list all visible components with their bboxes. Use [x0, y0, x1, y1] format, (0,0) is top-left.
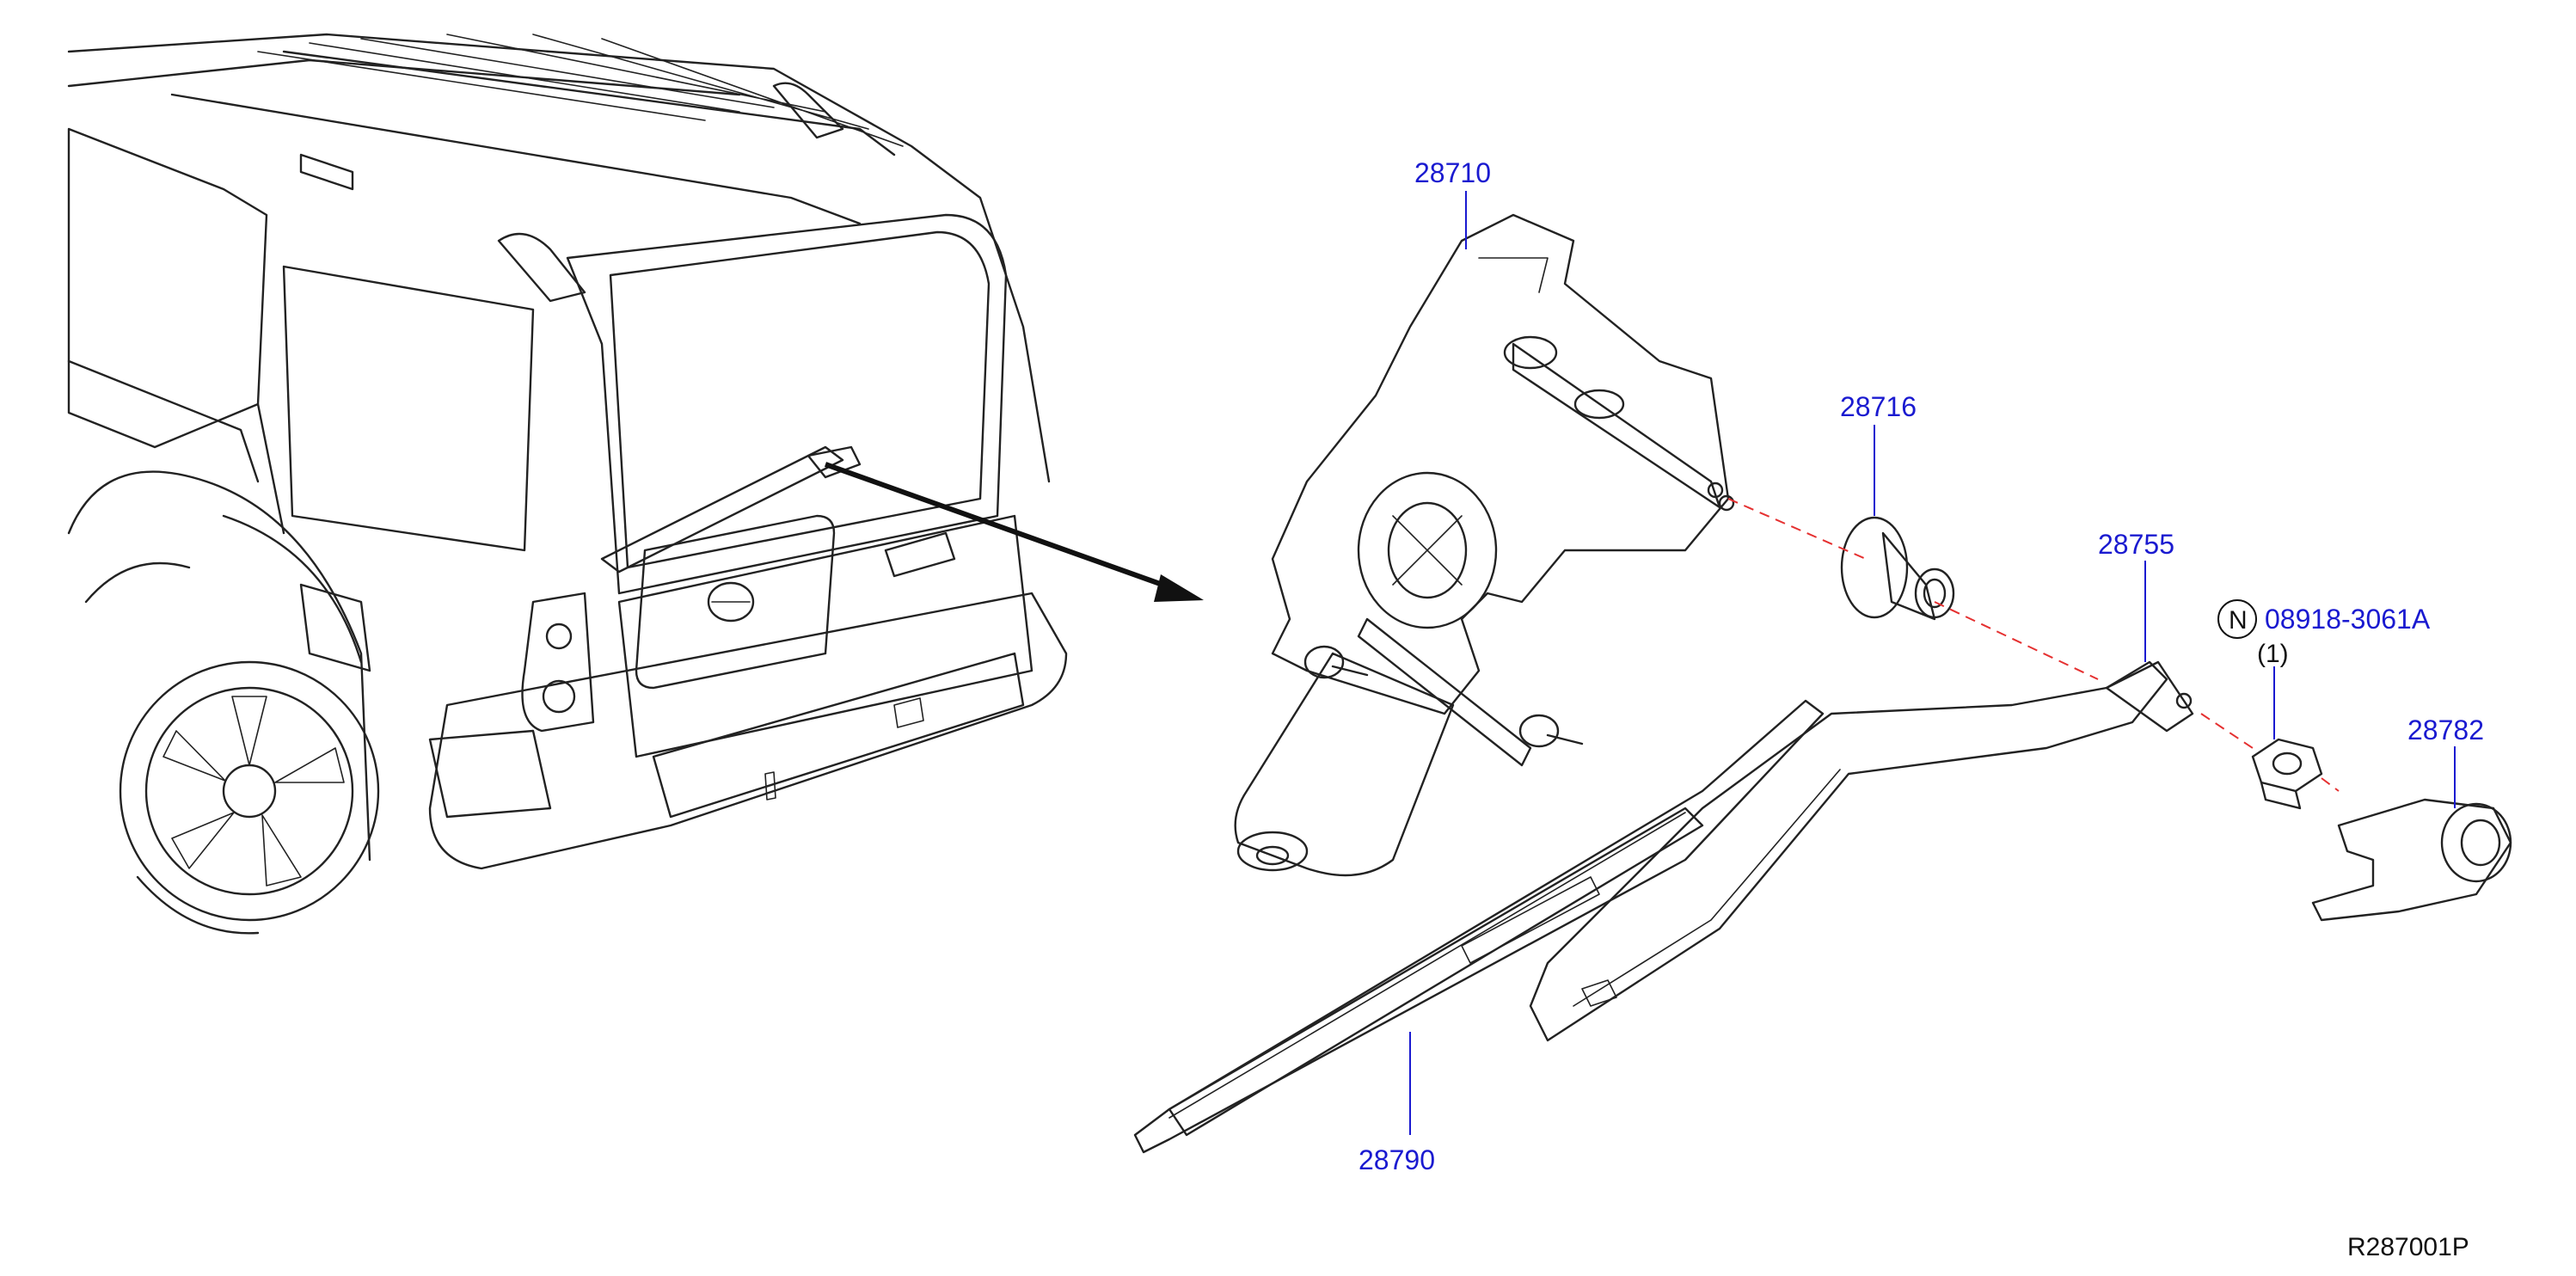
- part-label-28710: 28710: [1414, 157, 1491, 188]
- part-label-28782: 28782: [2407, 715, 2484, 745]
- nut-badge-letter: N: [2229, 606, 2248, 635]
- nut-quantity: (1): [2257, 640, 2289, 668]
- part-label-28716: 28716: [1840, 391, 1917, 422]
- wiper-blade-28790: [1133, 699, 1825, 1154]
- part-label-28755: 28755: [2098, 529, 2174, 560]
- leader-lines: [1409, 191, 2456, 1135]
- n-badge-icon: [2217, 599, 2257, 639]
- nut-08918-3061A: [2251, 738, 2323, 810]
- wiper-arm-28755: [1529, 660, 2194, 1042]
- vehicle-illustration: [67, 33, 1204, 935]
- cap-28782: [2311, 798, 2512, 922]
- reference-code: R287001P: [2347, 1233, 2469, 1261]
- part-label-08918-3061A: 08918-3061A: [2265, 604, 2431, 635]
- nut-part-callout: N 08918-3061A (1): [2217, 599, 2431, 668]
- wiper-motor-28710: [1234, 213, 1735, 877]
- assembly-axis-line: [1727, 498, 2340, 792]
- grommet-28716: [1840, 516, 1955, 621]
- part-label-28790: 28790: [1359, 1144, 1435, 1175]
